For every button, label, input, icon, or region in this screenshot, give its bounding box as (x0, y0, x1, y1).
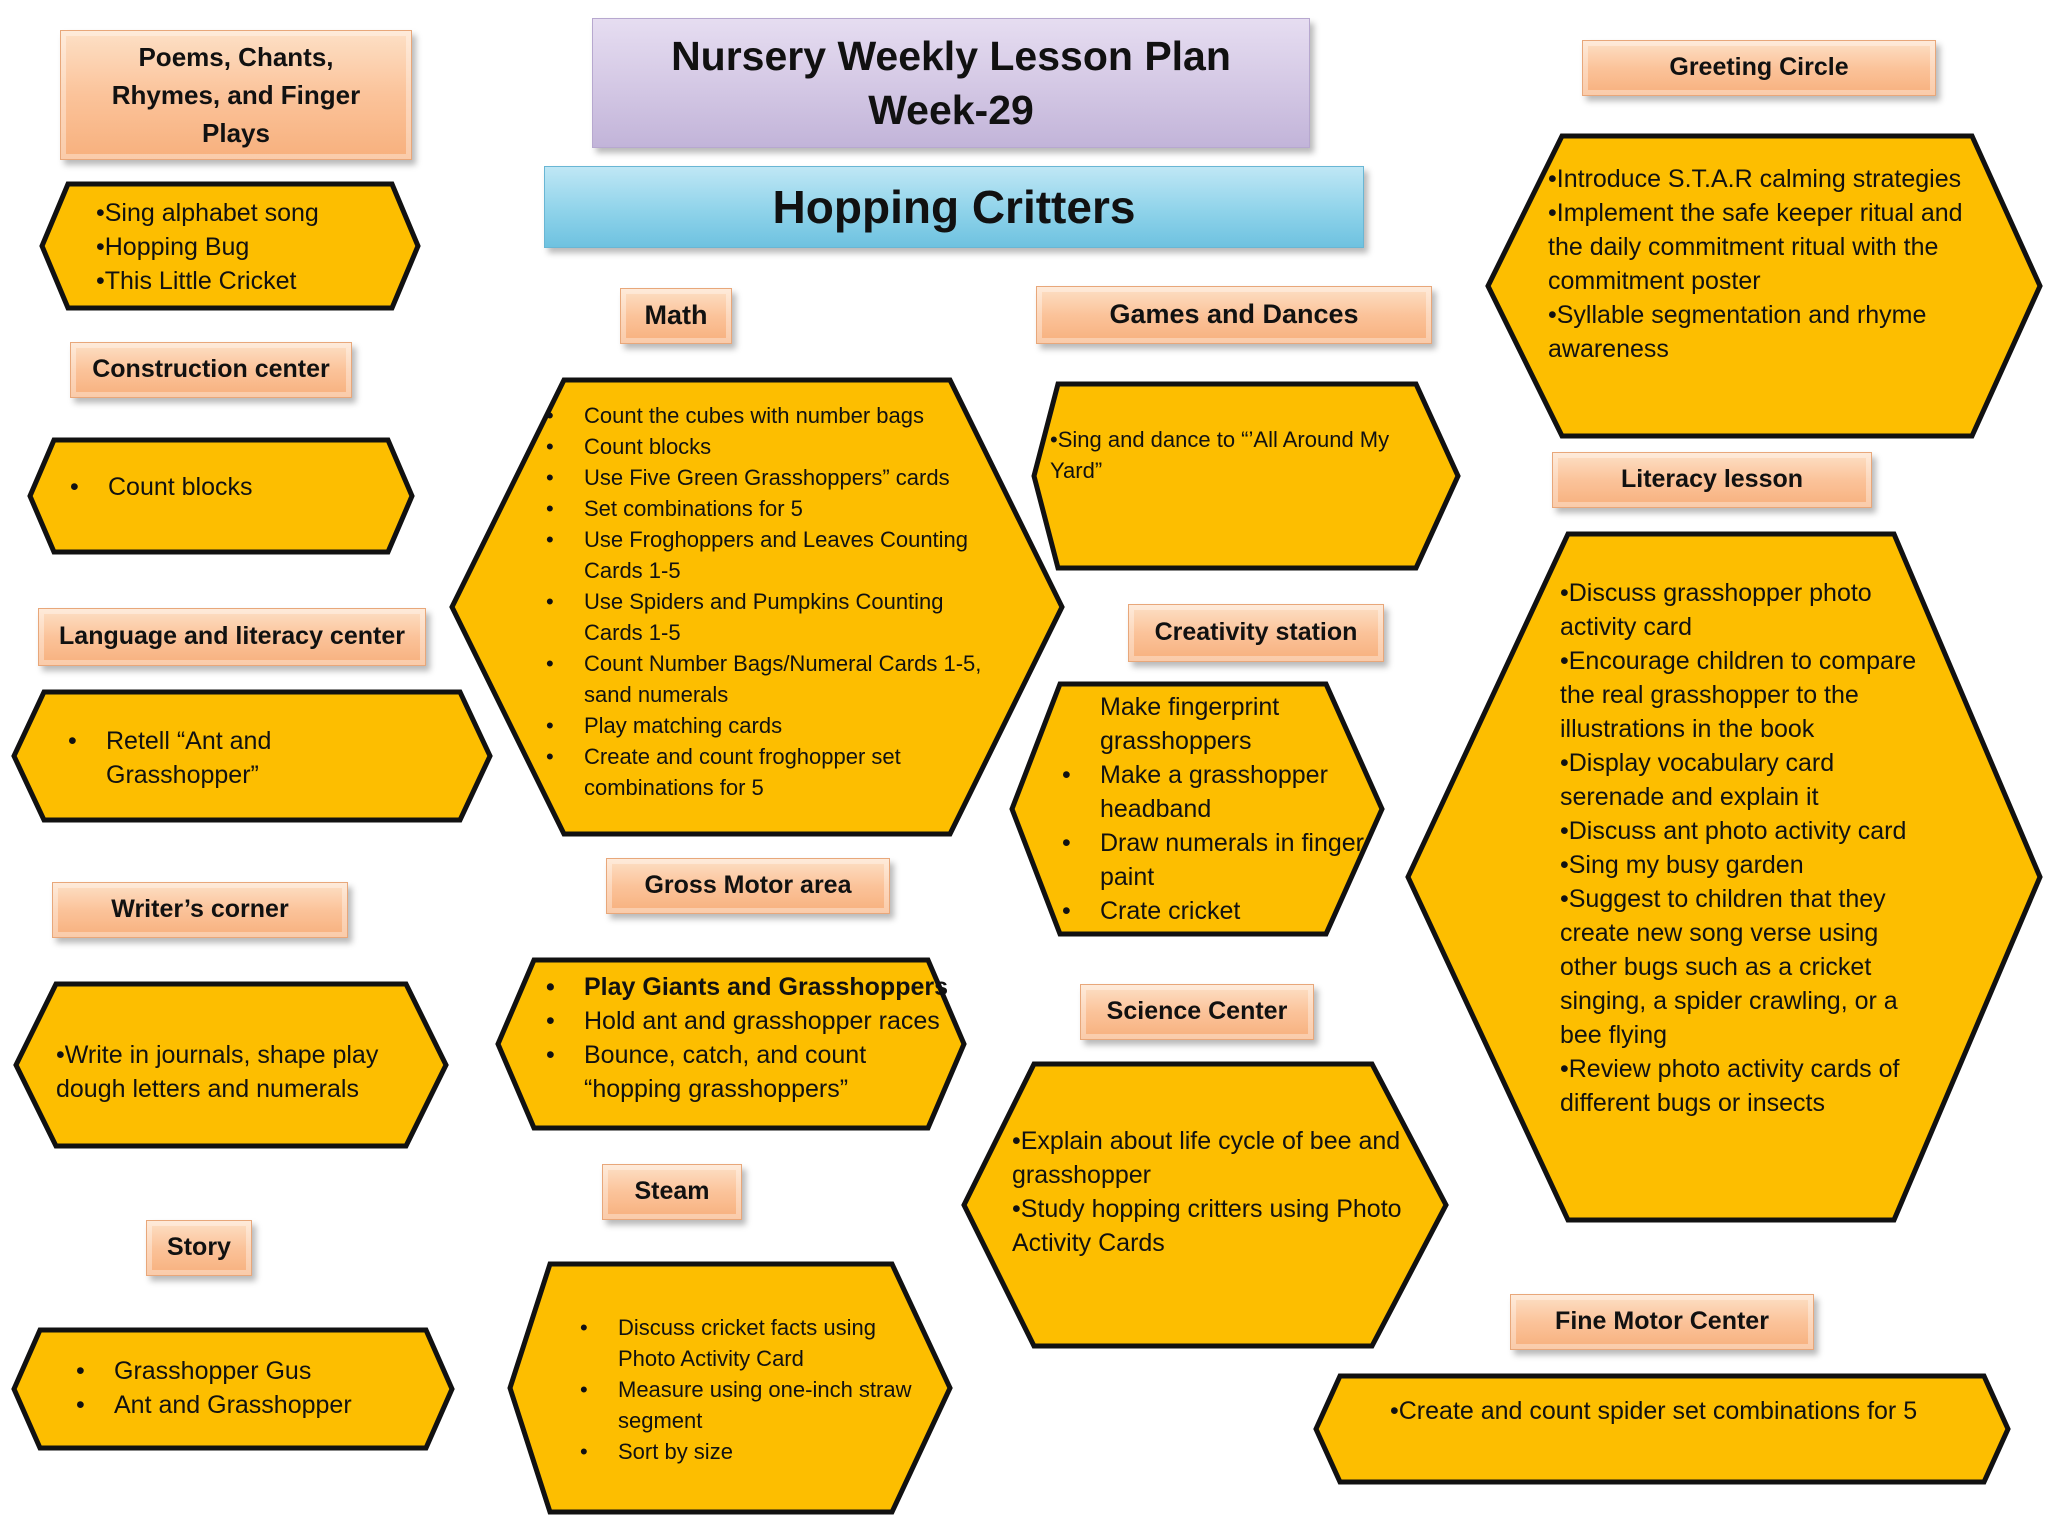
section-box-creativity: Make fingerprint grasshoppers Make a gra… (1008, 680, 1386, 938)
list-item: •Display vocabulary card serenade and ex… (1560, 749, 1835, 811)
list-item: •Write in journals, shape play dough let… (56, 1041, 379, 1103)
list-item: Grasshopper Gus (76, 1354, 432, 1388)
list-item: •Syllable segmentation and rhyme awarene… (1548, 301, 1927, 363)
list-item: •Suggest to children that they create ne… (1560, 885, 1898, 1049)
section-box-poems: •Sing alphabet song •Hopping Bug •This L… (38, 180, 422, 312)
list-item: •Explain about life cycle of bee and gra… (1012, 1127, 1401, 1189)
hexagon-shape (1313, 1373, 2011, 1485)
section-box-fine-motor: •Create and count spider set combination… (1312, 1372, 2012, 1486)
list-item: •Discuss ant photo activity card (1560, 817, 1907, 845)
list-item: Make a grasshopper headband (1062, 758, 1378, 826)
hexagon-shape (961, 1061, 1449, 1349)
section-box-construction: Count blocks (26, 436, 416, 556)
section-box-greeting: •Introduce S.T.A.R calming strategies •I… (1484, 132, 2044, 440)
list-item: Count blocks (70, 470, 396, 504)
section-box-science: •Explain about life cycle of bee and gra… (960, 1060, 1450, 1350)
list-item: Retell “Ant and Grasshopper” (68, 724, 324, 792)
list-item: •Sing alphabet song (96, 199, 319, 227)
list-item: •Introduce S.T.A.R calming strategies (1548, 165, 1962, 193)
list-item: Measure using one-inch straw segment (580, 1374, 936, 1436)
section-box-steam: Discuss cricket facts using Photo Activi… (506, 1260, 954, 1516)
section-label-games: Games and Dances (1036, 286, 1432, 344)
section-label-poems: Poems, Chants, Rhymes, and Finger Plays (60, 30, 412, 160)
section-box-literacy: •Discuss grasshopper photo activity card… (1404, 530, 2044, 1224)
hexagon-shape (1485, 133, 2043, 439)
list-item: •Discuss grasshopper photo activity card (1560, 579, 1872, 641)
section-label-story: Story (146, 1220, 252, 1276)
section-label-steam: Steam (602, 1164, 742, 1220)
section-label-creativity: Creativity station (1128, 604, 1384, 662)
list-item: Hold ant and grasshopper races (546, 1004, 962, 1038)
hexagon-shape (1405, 531, 2043, 1223)
list-item: Count Number Bags/Numeral Cards 1-5, san… (546, 648, 992, 710)
list-item: Make fingerprint grasshoppers (1100, 693, 1280, 755)
list-item: Ant and Grasshopper (76, 1388, 432, 1422)
section-label-construction: Construction center (70, 342, 352, 398)
list-item: Draw numerals in finger paint (1062, 826, 1378, 894)
list-item: Count the cubes with number bags (546, 400, 992, 431)
list-item: •Hopping Bug (96, 233, 250, 261)
list-item: •Study hopping critters using Photo Acti… (1012, 1195, 1402, 1257)
hexagon-shape (1031, 381, 1461, 571)
section-box-story: Grasshopper Gus Ant and Grasshopper (10, 1326, 456, 1452)
section-label-math: Math (620, 288, 732, 344)
list-item: Use Spiders and Pumpkins Counting Cards … (546, 586, 992, 648)
list-item: Set combinations for 5 (546, 493, 992, 524)
list-item: •Create and count spider set combination… (1390, 1397, 1918, 1425)
list-item: Play Giants and Grasshoppers (546, 970, 962, 1004)
section-label-fine-motor: Fine Motor Center (1510, 1294, 1814, 1350)
section-box-writers: •Write in journals, shape play dough let… (12, 980, 450, 1150)
list-item: Create and count froghopper set combinat… (546, 741, 992, 803)
section-box-games: •Sing and dance to “’All Around My Yard” (1030, 380, 1462, 572)
list-item: Bounce, catch, and count “hopping grassh… (546, 1038, 962, 1106)
list-item: Count blocks (546, 431, 992, 462)
title-line-2: Week-29 (868, 87, 1034, 133)
section-label-science: Science Center (1080, 984, 1314, 1040)
list-item: Play matching cards (546, 710, 992, 741)
hexagon-shape (39, 181, 421, 311)
list-item: •Sing and dance to “’All Around My Yard” (1050, 427, 1390, 483)
list-item: Use Froghoppers and Leaves Counting Card… (546, 524, 992, 586)
list-item: Crate cricket (1062, 894, 1378, 928)
list-item: Discuss cricket facts using Photo Activi… (580, 1312, 936, 1374)
theme-banner: Hopping Critters (544, 166, 1364, 248)
list-item: Use Five Green Grasshoppers” cards (546, 462, 992, 493)
list-item: •Review photo activity cards of differen… (1560, 1055, 1900, 1117)
theme-title: Hopping Critters (772, 181, 1136, 233)
section-label-language: Language and literacy center (38, 608, 426, 666)
list-item: •Implement the safe keeper ritual and th… (1548, 199, 1963, 295)
section-label-gross-motor: Gross Motor area (606, 858, 890, 914)
list-item: Sort by size (580, 1436, 936, 1467)
title-line-1: Nursery Weekly Lesson Plan (671, 33, 1231, 79)
hexagon-shape (13, 981, 449, 1149)
page-title: Nursery Weekly Lesson Plan Week-29 (592, 18, 1310, 148)
section-label-writers: Writer’s corner (52, 882, 348, 938)
list-item: •Encourage children to compare the real … (1560, 647, 1917, 743)
section-box-gross-motor: Play Giants and Grasshoppers Hold ant an… (494, 956, 968, 1132)
section-box-language: Retell “Ant and Grasshopper” (10, 688, 494, 824)
section-box-math: Count the cubes with number bags Count b… (448, 376, 1066, 838)
list-item: •Sing my busy garden (1560, 851, 1804, 879)
list-item: •This Little Cricket (96, 267, 297, 295)
section-label-greeting: Greeting Circle (1582, 40, 1936, 96)
section-label-literacy: Literacy lesson (1552, 452, 1872, 508)
